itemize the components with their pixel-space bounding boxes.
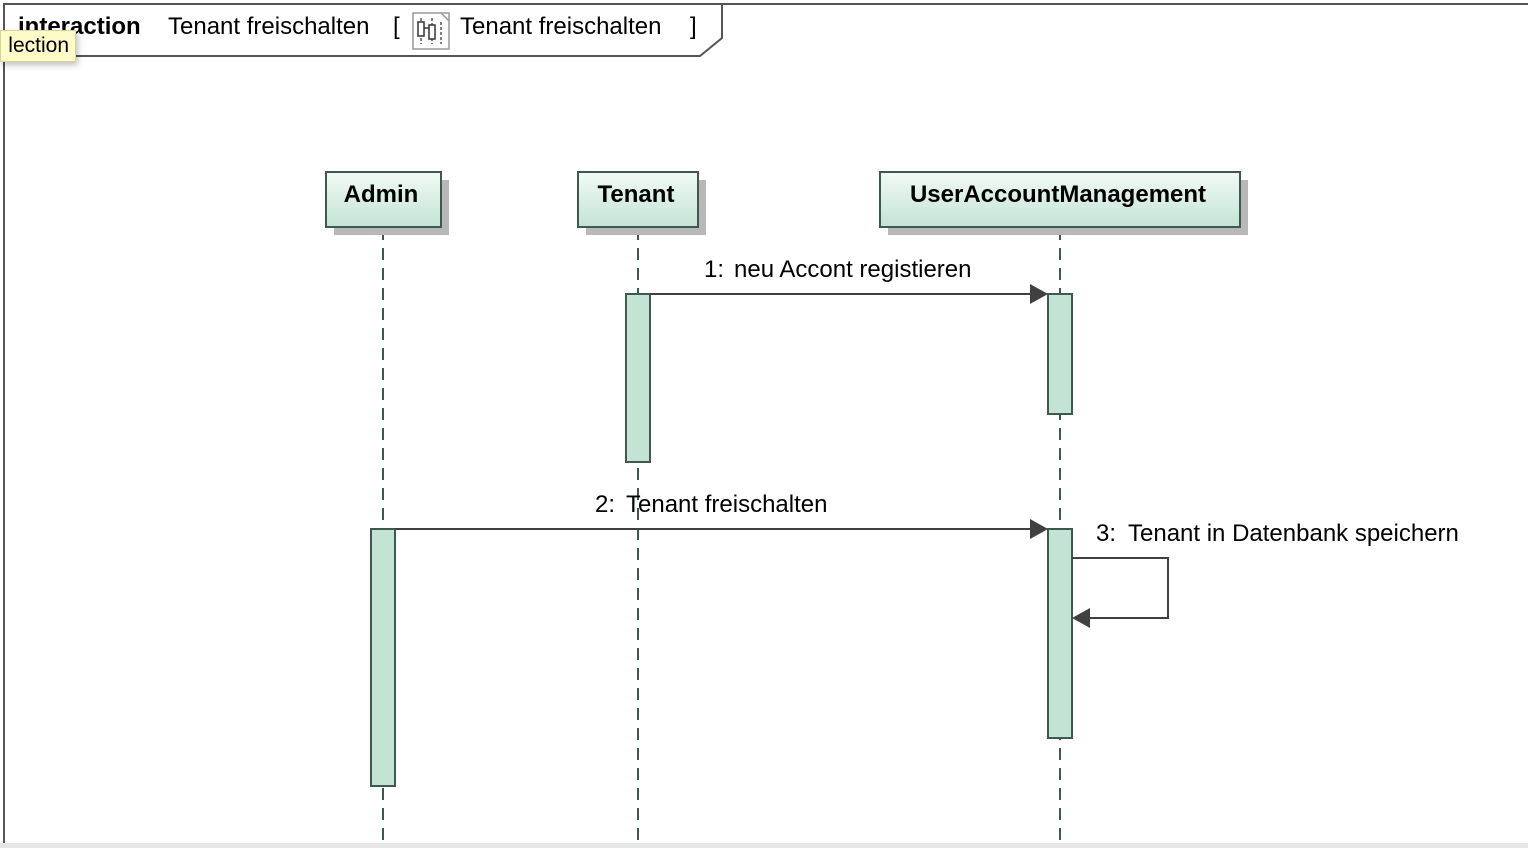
- frame-diagram-ref: Tenant freischalten: [460, 13, 661, 40]
- frame-bracket-close: ]: [690, 13, 697, 40]
- message-2-number: 2:: [595, 491, 615, 518]
- message-1-number: 1:: [704, 256, 724, 283]
- message-2-text: Tenant freischalten: [626, 491, 827, 518]
- lifeline-tenant-label: Tenant: [598, 181, 675, 208]
- message-3[interactable]: 3: Tenant in Datenbank speichern: [1072, 520, 1459, 628]
- arrowhead-icon: [1030, 519, 1048, 539]
- frame-bracket-open: [: [393, 13, 400, 40]
- bottom-scroll-edge: [0, 843, 1528, 848]
- lifeline-admin[interactable]: Admin: [325, 171, 449, 235]
- lifeline-user-account-management[interactable]: UserAccountManagement: [879, 171, 1248, 235]
- activation-tenant[interactable]: [625, 293, 651, 463]
- lifeline-tenant[interactable]: Tenant: [577, 171, 706, 235]
- lifeline-admin-label: Admin: [344, 181, 419, 208]
- activation-uam-2[interactable]: [1047, 528, 1073, 739]
- sequence-diagram-icon[interactable]: [412, 12, 450, 50]
- message-3-text: Tenant in Datenbank speichern: [1128, 520, 1459, 547]
- message-1-text: neu Accont registieren: [734, 256, 971, 283]
- interaction-frame: interaction Tenant freischalten [ Tenant…: [3, 3, 1528, 848]
- frame-title: Tenant freischalten: [168, 13, 369, 40]
- message-3-number: 3:: [1096, 520, 1116, 547]
- arrowhead-icon: [1030, 284, 1048, 304]
- message-2[interactable]: 2: Tenant freischalten: [395, 491, 1048, 539]
- selection-tooltip: lection: [0, 30, 76, 62]
- arrowhead-icon: [1072, 608, 1090, 628]
- frame-name-tab: [4, 4, 723, 57]
- lifeline-lines: [382, 228, 1061, 848]
- activation-uam-1[interactable]: [1047, 293, 1073, 415]
- activation-admin[interactable]: [370, 528, 396, 787]
- message-1[interactable]: 1: neu Accont registieren: [650, 256, 1048, 304]
- lifeline-uam-label: UserAccountManagement: [910, 181, 1206, 208]
